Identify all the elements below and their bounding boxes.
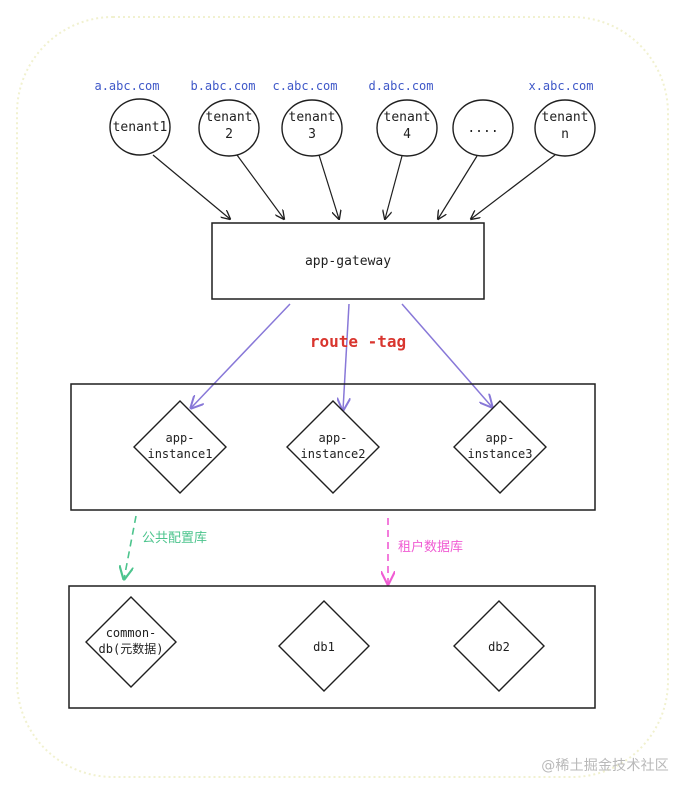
tenant-node	[534, 99, 596, 157]
instance-label: app-	[486, 431, 515, 445]
database-label: db1	[313, 640, 335, 654]
tenant-arrow	[236, 154, 284, 219]
database-node	[278, 600, 370, 692]
tenant-data-label: 租户数据库	[398, 539, 463, 555]
route-arrows	[191, 303, 492, 410]
tenant-label: 4	[403, 127, 411, 142]
tenant-node	[452, 99, 514, 157]
instance-label: app-	[319, 431, 348, 445]
instance-node	[133, 400, 227, 494]
gateway-box	[211, 222, 485, 300]
database-links: 公共配置库 租户数据库	[124, 515, 463, 584]
domain-label: b.abc.com	[190, 79, 255, 93]
tenant-label: tenant	[206, 110, 253, 125]
tenant-label: tenant	[289, 110, 336, 125]
domain-label: d.abc.com	[368, 79, 433, 93]
tenant-label: tenant	[384, 110, 431, 125]
database-label: db2	[488, 640, 510, 654]
instance-node	[453, 400, 547, 494]
tenant-arrow	[438, 155, 478, 219]
common-config-label: 公共配置库	[142, 530, 207, 546]
tenant-arrow	[318, 154, 339, 219]
database-label: db(元数据)	[99, 641, 164, 656]
domain-labels: a.abc.com b.abc.com c.abc.com d.abc.com …	[94, 79, 593, 93]
database-node	[453, 600, 545, 692]
tenant-nodes: tenant1 tenant 2 tenant 3 tenant 4 .... …	[109, 98, 596, 157]
common-config-arrow	[124, 515, 137, 579]
tenant-node	[376, 99, 438, 157]
domain-label: x.abc.com	[528, 79, 593, 93]
tenant-label: 2	[225, 127, 233, 142]
domain-label: a.abc.com	[94, 79, 159, 93]
tenant-arrow	[471, 154, 556, 219]
tenant-label: n	[561, 127, 569, 142]
route-arrow	[191, 303, 291, 408]
tenant-to-gateway-arrows	[152, 154, 556, 219]
route-arrow	[343, 303, 349, 410]
instance-label: instance2	[300, 447, 365, 461]
instance-nodes: app- instance1 app- instance2 app- insta…	[133, 400, 547, 494]
database-container	[68, 585, 596, 709]
domain-label: c.abc.com	[272, 79, 337, 93]
route-tag-label: route -tag	[310, 332, 406, 351]
tenant-arrow	[385, 155, 403, 219]
instance-node	[286, 400, 380, 494]
gateway-label: app-gateway	[305, 254, 391, 269]
database-node	[85, 596, 177, 688]
database-nodes: common- db(元数据) db1 db2	[85, 596, 545, 692]
tenant-label: tenant1	[113, 120, 168, 135]
tenant-node	[109, 98, 171, 156]
tenant-node	[281, 99, 343, 157]
instances-container	[70, 383, 596, 511]
tenant-label: 3	[308, 127, 316, 142]
watermark: @稀土掘金技术社区	[541, 758, 669, 774]
tenant-label: ....	[467, 121, 498, 136]
tenant-arrow	[152, 154, 230, 219]
instance-label: instance1	[147, 447, 212, 461]
database-label: common-	[106, 626, 157, 640]
instance-label: app-	[166, 431, 195, 445]
tenant-node	[198, 99, 260, 157]
route-arrow	[401, 303, 492, 407]
instance-label: instance3	[467, 447, 532, 461]
tenant-label: tenant	[542, 110, 589, 125]
outer-frame	[16, 16, 669, 778]
